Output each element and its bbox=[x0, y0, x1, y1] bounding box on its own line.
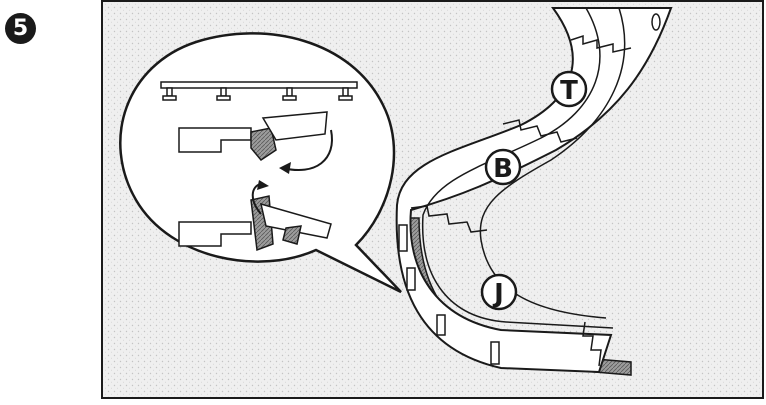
rotate-arrow-head-icon bbox=[279, 162, 291, 174]
track-label-j: J bbox=[480, 273, 518, 311]
track-joint-end bbox=[582, 321, 602, 367]
support-post bbox=[490, 341, 500, 365]
track-lane-line-outer bbox=[421, 7, 614, 329]
track-joint-lower bbox=[410, 205, 488, 233]
curved-track-body bbox=[395, 7, 673, 374]
track-label-t: T bbox=[550, 70, 588, 108]
detail-connector-before bbox=[178, 111, 328, 161]
track-assembly-illustration: T B J bbox=[101, 0, 764, 399]
track-joint-top bbox=[570, 34, 632, 53]
track-peg-hole bbox=[651, 13, 661, 31]
track-label-b-text: B bbox=[493, 154, 513, 184]
support-posts bbox=[398, 224, 500, 365]
support-post bbox=[436, 314, 446, 336]
lift-arrow-head-icon bbox=[257, 180, 269, 190]
track-lane-line-inner bbox=[479, 7, 626, 319]
track-label-j-text: J bbox=[492, 279, 504, 309]
support-post bbox=[398, 224, 408, 252]
detail-rail bbox=[160, 81, 358, 101]
step-number-text: 5 bbox=[12, 16, 29, 41]
rotate-arrow-icon bbox=[282, 129, 333, 171]
support-post bbox=[406, 267, 416, 291]
track-label-b: B bbox=[484, 148, 522, 186]
step-number-badge: 5 bbox=[5, 13, 36, 44]
illustration-panel: T B J bbox=[101, 0, 765, 400]
track-joint-middle bbox=[502, 119, 578, 143]
track-label-t-text: T bbox=[560, 76, 578, 106]
